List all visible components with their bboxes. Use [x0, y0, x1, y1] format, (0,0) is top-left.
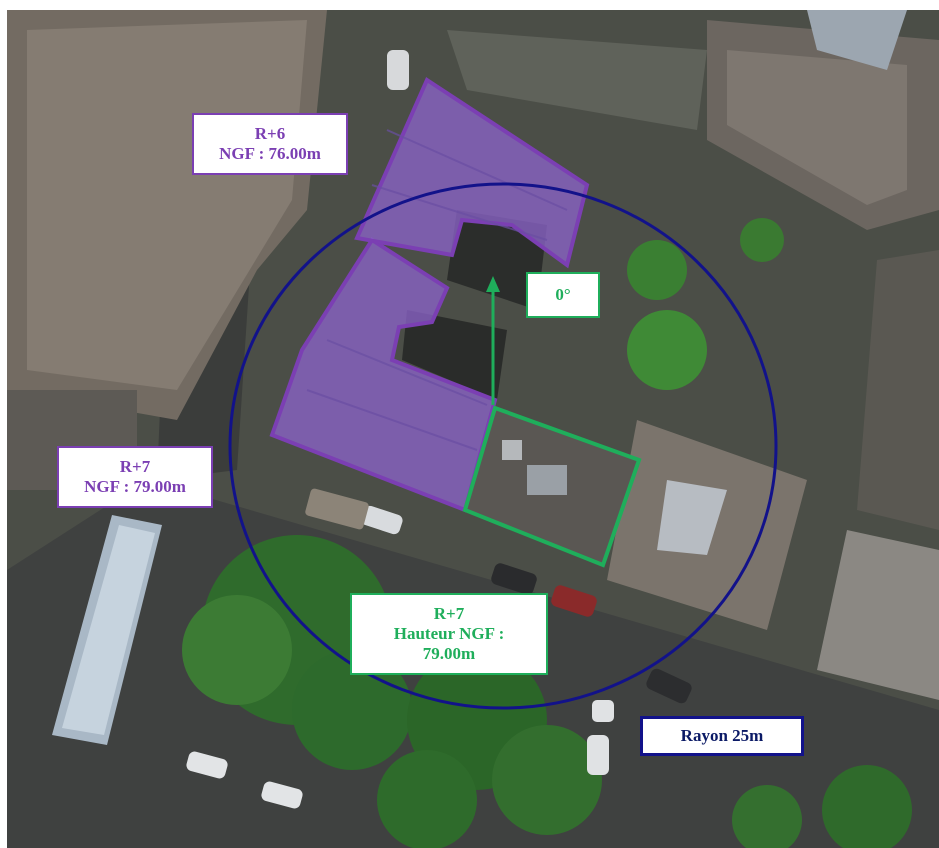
label-angle: 0°: [526, 272, 600, 318]
label-radius: Rayon 25m: [640, 716, 804, 756]
label-building-r7-ngf: NGF : 79.00m: [84, 477, 186, 496]
angle-value: 0°: [555, 285, 571, 304]
existing-building-r6: [354, 77, 590, 269]
radius-circle: [228, 182, 778, 710]
label-project-line1: Hauteur NGF :: [393, 624, 505, 643]
label-project: R+7 Hauteur NGF : 79.00m: [350, 593, 548, 675]
label-project-line2: 79.00m: [422, 644, 476, 663]
radius-value: Rayon 25m: [680, 726, 764, 745]
label-building-r6-ngf: NGF : 76.00m: [219, 144, 321, 163]
label-building-r7-level: R+7: [119, 457, 151, 476]
project-footprint: [462, 405, 642, 568]
aerial-map: R+6 NGF : 76.00m R+7 NGF : 79.00m 0° R+7…: [7, 10, 939, 848]
label-project-level: R+7: [433, 604, 465, 623]
label-building-r6-level: R+6: [254, 124, 286, 143]
label-building-r6: R+6 NGF : 76.00m: [192, 113, 348, 175]
label-building-r7: R+7 NGF : 79.00m: [57, 446, 213, 508]
